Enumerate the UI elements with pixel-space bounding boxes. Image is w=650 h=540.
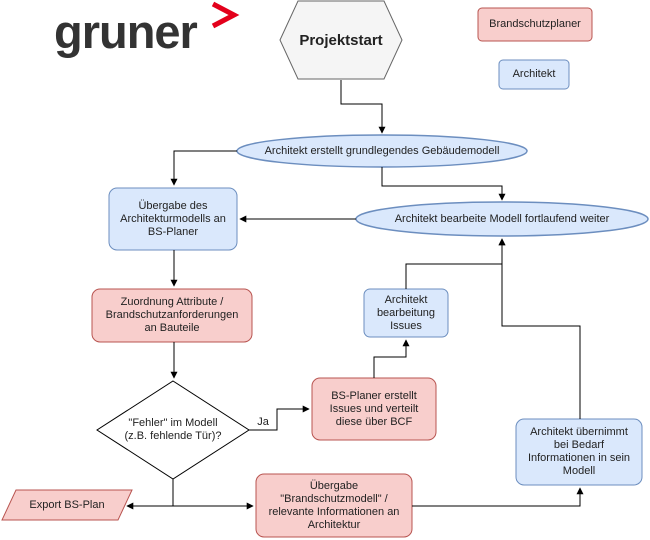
node-uebergabe: Übergabe des Architekturmodells an BS-Pl…	[120, 199, 226, 238]
node-bs-modell: Übergabe "Brandschutzmodell" / relevante…	[268, 479, 400, 531]
legend-bs-shape	[477, 7, 593, 42]
edge-bs-modell-to-uebernimmt	[412, 487, 584, 507]
node-bcf: BS-Planer erstellt Issues und verteilt d…	[329, 389, 419, 428]
logo-chevron-icon	[211, 1, 240, 29]
legend-architekt: Architekt	[512, 68, 556, 80]
legend-brandschutzplaner: Brandschutzplaner	[489, 18, 581, 30]
node-export: Export BS-Plan	[29, 498, 105, 511]
legend-arch-shape	[498, 59, 570, 90]
edge-start-to-model	[340, 80, 386, 134]
gruner-logo: gruner	[54, 5, 198, 58]
node-issues-arch: Architekt bearbeitung Issues	[376, 293, 436, 332]
node-zuordnung: Zuordnung Attribute / Brandschutzanforde…	[105, 296, 239, 334]
node-uebernimmt: Architekt übernimmt bei Bedarf Informati…	[527, 426, 631, 477]
node-uebernimmt-shape	[515, 418, 643, 486]
edge-label-ja: Ja	[257, 415, 269, 428]
node-projektstart-shape	[279, 0, 403, 80]
node-uebergabe-shape	[108, 187, 238, 251]
node-zuordnung-shape	[91, 288, 253, 343]
edge-bcf-to-issues	[373, 339, 410, 378]
node-arch-model: Architekt erstellt grundlegendes Gebäude…	[264, 144, 500, 157]
edge-fehler-to-bcf	[249, 405, 310, 431]
node-projektstart: Projektstart	[299, 31, 383, 49]
edge-issues-to-bearbeitet	[405, 238, 506, 289]
node-bearbeitet: Architekt bearbeite Modell fortlaufend w…	[394, 212, 610, 225]
node-export-shape	[1, 489, 133, 521]
edge-model-to-uebergabe	[170, 150, 237, 186]
node-fehler: "Fehler" im Modell (z.B. fehlende Tür)?	[124, 417, 222, 442]
edge-fehler-to-export	[126, 479, 174, 510]
edge-model-to-bearbeitet	[381, 167, 506, 201]
edge-uebernimmt-to-bearbeitet	[498, 238, 581, 419]
